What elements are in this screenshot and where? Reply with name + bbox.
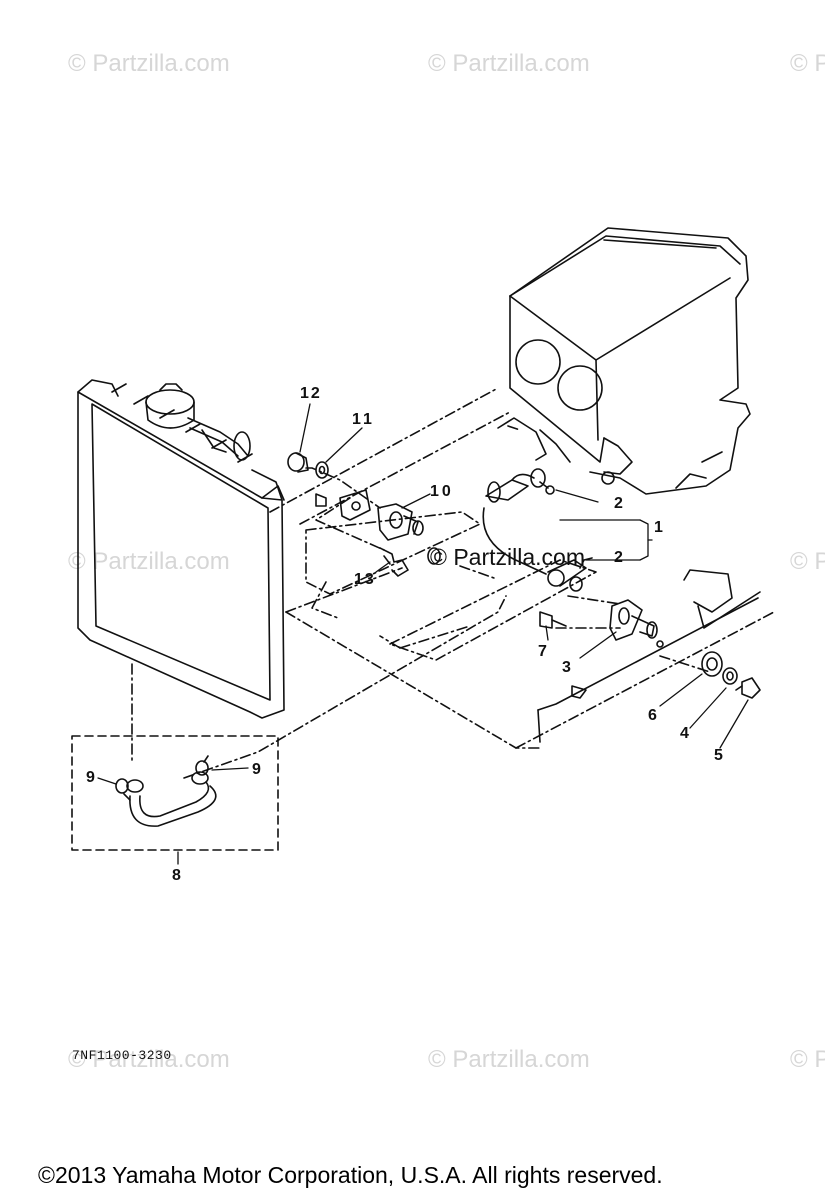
watermark-bottom-right: © P xyxy=(790,1046,825,1073)
callout-12: 12 xyxy=(300,385,322,402)
washer-center xyxy=(427,547,441,565)
leader-lines xyxy=(97,403,749,865)
engine-block xyxy=(497,227,751,495)
frame-rails xyxy=(131,387,775,779)
fitting-3 xyxy=(609,599,658,641)
copyright-notice: ©2013 Yamaha Motor Corporation, U.S.A. A… xyxy=(38,1162,663,1188)
hose-clamp-9-right xyxy=(195,755,209,776)
washer-11 xyxy=(315,461,329,479)
plug-5 xyxy=(735,677,761,699)
bolt-12 xyxy=(287,452,309,473)
radiator-cap xyxy=(145,383,251,461)
hose-lower xyxy=(547,557,593,592)
watermark-mid-right: © P xyxy=(790,548,825,575)
watermark-bottom-center: © Partzilla.com xyxy=(428,1046,590,1073)
hose-upper xyxy=(482,473,547,575)
watermark-top-right: © P xyxy=(790,50,825,77)
callout-9-right: 9 xyxy=(252,761,261,778)
right-frame-rail xyxy=(537,569,761,743)
lower-plate-outline xyxy=(389,559,597,661)
callout-11: 11 xyxy=(352,411,375,428)
radiator xyxy=(77,379,285,719)
watermark-top-left: © Partzilla.com xyxy=(68,50,230,77)
heat-shield-outline xyxy=(305,511,481,595)
callout-9-left: 9 xyxy=(86,769,95,786)
callout-2-lower: 2 xyxy=(614,549,623,566)
callout-5: 5 xyxy=(714,747,723,764)
callout-1: 1 xyxy=(654,519,663,536)
mounting-plate-left xyxy=(315,489,371,521)
hose-8 xyxy=(126,771,217,827)
callout-4: 4 xyxy=(680,725,689,742)
diagram-code: 7NF1100-3230 xyxy=(72,1048,172,1063)
hose-clamp-upper xyxy=(530,468,555,495)
watermark-bottom-left: © Partzilla.com xyxy=(68,1046,230,1073)
callout-3: 3 xyxy=(562,659,571,676)
callout-10: 10 xyxy=(430,483,454,500)
callout-13: 13 xyxy=(354,571,376,588)
callout-7: 7 xyxy=(538,643,547,660)
bolt-13 xyxy=(379,547,409,577)
watermark-top-center: © Partzilla.com xyxy=(428,50,590,77)
callout-6: 6 xyxy=(648,707,657,724)
fitting-10 xyxy=(377,503,424,541)
hose-clamp-9-left xyxy=(115,778,131,801)
hose-kit-box xyxy=(71,735,279,851)
grommet-6 xyxy=(701,651,723,677)
callout-2-upper: 2 xyxy=(614,495,623,512)
callout-8: 8 xyxy=(172,867,181,884)
washer-4 xyxy=(722,667,738,685)
watermark-mid-center: © Partzilla.com xyxy=(430,544,585,570)
bolt-7 xyxy=(539,611,567,629)
